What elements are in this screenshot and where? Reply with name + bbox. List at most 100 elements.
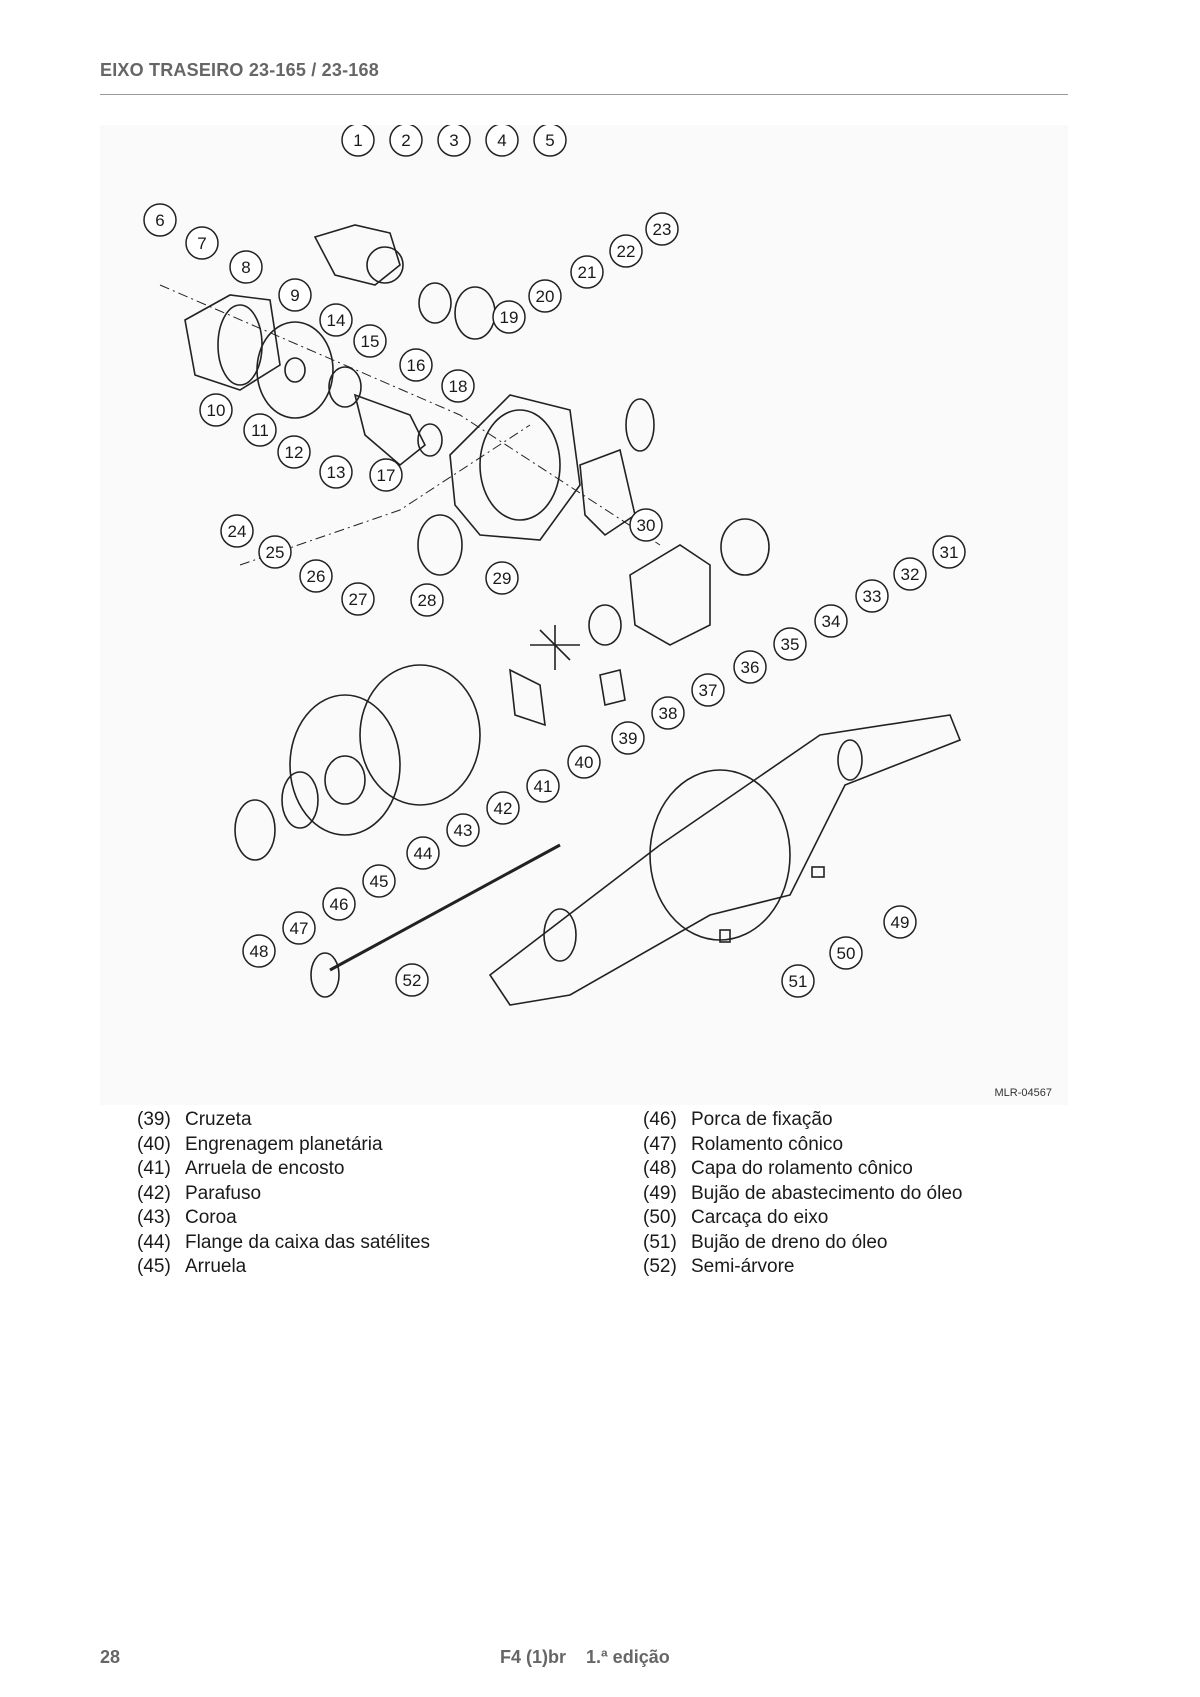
callout-47: 47 xyxy=(282,911,316,945)
legend-text: Semi-árvore xyxy=(691,1256,795,1277)
legend-text: Arruela de encosto xyxy=(185,1158,345,1179)
callout-label: 22 xyxy=(617,242,636,261)
callout-label: 31 xyxy=(940,543,959,562)
drive-flange-drawing xyxy=(313,224,401,286)
adjusting-ring-drawing xyxy=(625,398,655,452)
callout-circle xyxy=(611,721,645,755)
pinion-cage-drawing xyxy=(256,321,334,419)
callout-44: 44 xyxy=(406,836,440,870)
bearing-cup-right-drawing xyxy=(720,518,770,576)
page-number: 28 xyxy=(100,1647,121,1667)
legend-text: Arruela xyxy=(185,1256,247,1277)
oil-seal-drawing xyxy=(418,282,452,324)
legend-item: (50)Carcaça do eixo xyxy=(643,1206,1113,1231)
legend-text: Capa do rolamento cônico xyxy=(691,1158,913,1179)
legend-text: Cruzeta xyxy=(185,1109,252,1130)
callout-label: 50 xyxy=(837,944,856,963)
callout-33: 33 xyxy=(855,579,889,613)
header-divider xyxy=(100,94,1068,95)
callout-circle xyxy=(278,278,312,312)
callout-25: 25 xyxy=(258,535,292,569)
bearing-cap-drawing xyxy=(579,448,636,537)
callout-circle xyxy=(855,579,889,613)
legend-text: Engrenagem planetária xyxy=(185,1133,383,1155)
legend-number: (49) xyxy=(643,1182,677,1204)
callout-circle xyxy=(567,745,601,779)
ring-gear-drawing xyxy=(359,664,481,806)
legend-number: (43) xyxy=(137,1207,171,1228)
flange-hub-drawing xyxy=(366,246,404,284)
callout-2: 2 xyxy=(389,125,423,157)
legend-text: Rolamento cônico xyxy=(691,1133,844,1155)
callout-label: 35 xyxy=(781,635,800,654)
differential-case-drawing xyxy=(629,544,711,646)
callout-label: 18 xyxy=(449,377,468,396)
callout-circle xyxy=(185,226,219,260)
callout-35: 35 xyxy=(773,627,807,661)
legend-item: (40) Engrenagem planetária xyxy=(137,1133,607,1158)
callout-circle xyxy=(362,864,396,898)
callout-circle xyxy=(446,813,480,847)
legend-number: (47) xyxy=(643,1133,677,1155)
callout-circle xyxy=(229,250,263,284)
legend-item: (47) Rolamento cônico xyxy=(643,1133,1113,1158)
callout-label: 4 xyxy=(497,131,506,150)
callout-circle xyxy=(319,303,353,337)
callout-label: 12 xyxy=(285,443,304,462)
legend-text: Flange da caixa das satélites xyxy=(185,1231,431,1253)
legend-item: (51)Bujão de dreno do óleo xyxy=(643,1231,1113,1256)
callout-label: 40 xyxy=(575,753,594,772)
figure-code: MLR-04567 xyxy=(994,1087,1052,1099)
callout-51: 51 xyxy=(781,964,815,998)
drain-plug-drawing xyxy=(719,929,731,943)
callout-label: 41 xyxy=(534,777,553,796)
legend-text: Parafuso xyxy=(185,1182,262,1204)
callout-37: 37 xyxy=(691,673,725,707)
callout-26: 26 xyxy=(299,559,333,593)
callout-49: 49 xyxy=(883,905,917,939)
legend-item: (43) Coroa xyxy=(137,1206,607,1231)
callout-27: 27 xyxy=(341,582,375,616)
adjusting-ring-left-drawing xyxy=(417,514,463,576)
callout-circle xyxy=(570,255,604,289)
callout-circle xyxy=(485,125,519,157)
callout-label: 25 xyxy=(266,543,285,562)
callout-label: 43 xyxy=(454,821,473,840)
callout-circle xyxy=(645,212,679,246)
callout-label: 33 xyxy=(863,587,882,606)
callout-label: 20 xyxy=(536,287,555,306)
callout-circle xyxy=(243,413,277,447)
callout-4: 4 xyxy=(485,125,519,157)
callout-52: 52 xyxy=(395,963,429,997)
callout-circle xyxy=(533,125,567,157)
callout-circle xyxy=(341,582,375,616)
callout-circle xyxy=(322,887,356,921)
callout-label: 49 xyxy=(891,913,910,932)
callout-label: 30 xyxy=(637,516,656,535)
bearing-cup-drawing xyxy=(234,799,276,861)
callout-label: 16 xyxy=(407,356,426,375)
legend-number: (40) xyxy=(137,1133,171,1155)
callout-1: 1 xyxy=(341,125,375,157)
differential-flange-drawing xyxy=(289,694,401,836)
tapered-bearing-drawing xyxy=(281,771,319,829)
legend-item: (42)Parafuso xyxy=(137,1182,607,1207)
callout-28: 28 xyxy=(410,583,444,617)
callout-label: 10 xyxy=(207,401,226,420)
callout-31: 31 xyxy=(932,535,966,569)
callout-43: 43 xyxy=(446,813,480,847)
callout-label: 15 xyxy=(361,332,380,351)
callout-17: 17 xyxy=(369,458,403,492)
callout-50: 50 xyxy=(829,936,863,970)
callout-circle xyxy=(282,911,316,945)
callout-label: 44 xyxy=(414,844,433,863)
legend-text: Coroa xyxy=(185,1207,237,1228)
legend-right-column: (46)Porca de fixação (47)Rolamento cônic… xyxy=(643,1108,1113,1280)
pinion-gear-drawing xyxy=(353,393,427,467)
callout-label: 1 xyxy=(353,131,362,150)
legend-number: (46) xyxy=(643,1109,677,1130)
callout-circle xyxy=(651,696,685,730)
callout-11: 11 xyxy=(243,413,277,447)
callout-5: 5 xyxy=(533,125,567,157)
